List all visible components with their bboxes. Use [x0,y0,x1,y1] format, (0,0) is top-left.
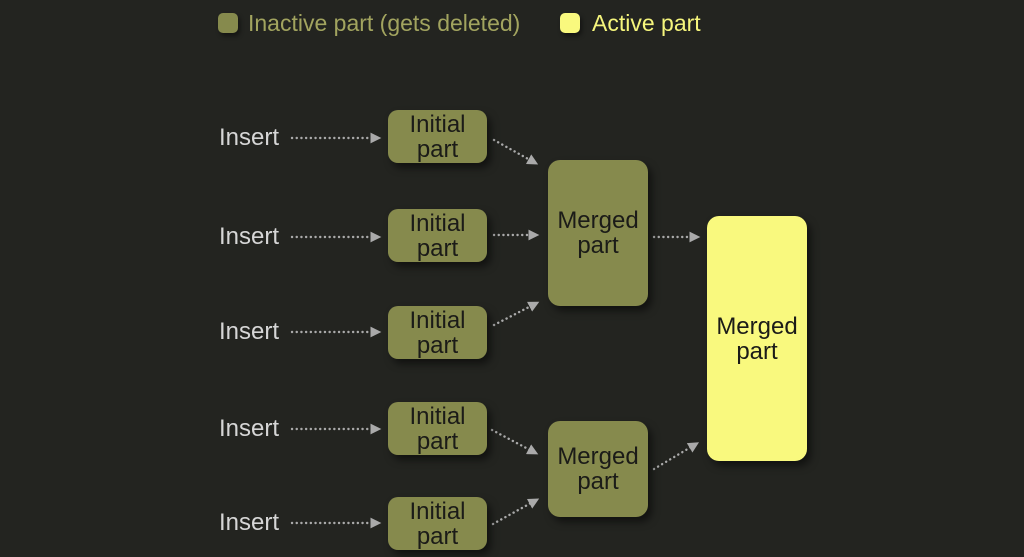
merged-part-inactive-node-2: Merged part [548,421,648,517]
legend-inactive-label: Inactive part (gets deleted) [248,10,521,36]
arrow-initial5-to-merged2 [491,498,540,526]
insert-label-1: Insert [219,124,280,151]
arrow-initial3-to-merged1 [492,301,540,327]
initial-part-node-3: Initial part [388,306,487,359]
initial-part-node-2: Initial part [388,209,487,262]
active-part-swatch [560,13,580,33]
insert-label-4: Insert [219,415,280,442]
merged-part-active-node: Merged part [707,216,807,461]
arrow-initial4-to-merged2 [490,428,539,455]
initial-part-node-5: Initial part [388,497,487,550]
initial-part-node-1: Initial part [388,110,487,163]
inactive-part-swatch [218,13,238,33]
merged-part-inactive-node-1: Merged part [548,160,648,306]
insert-label-2: Insert [219,223,280,250]
initial-part-node-4: Initial part [388,402,487,455]
insert-label-3: Insert [219,318,280,345]
arrow-merged2-to-active [652,442,700,471]
legend-active-label: Active part [592,10,701,36]
insert-label-5: Insert [219,509,280,536]
arrow-initial1-to-merged1 [492,138,539,165]
